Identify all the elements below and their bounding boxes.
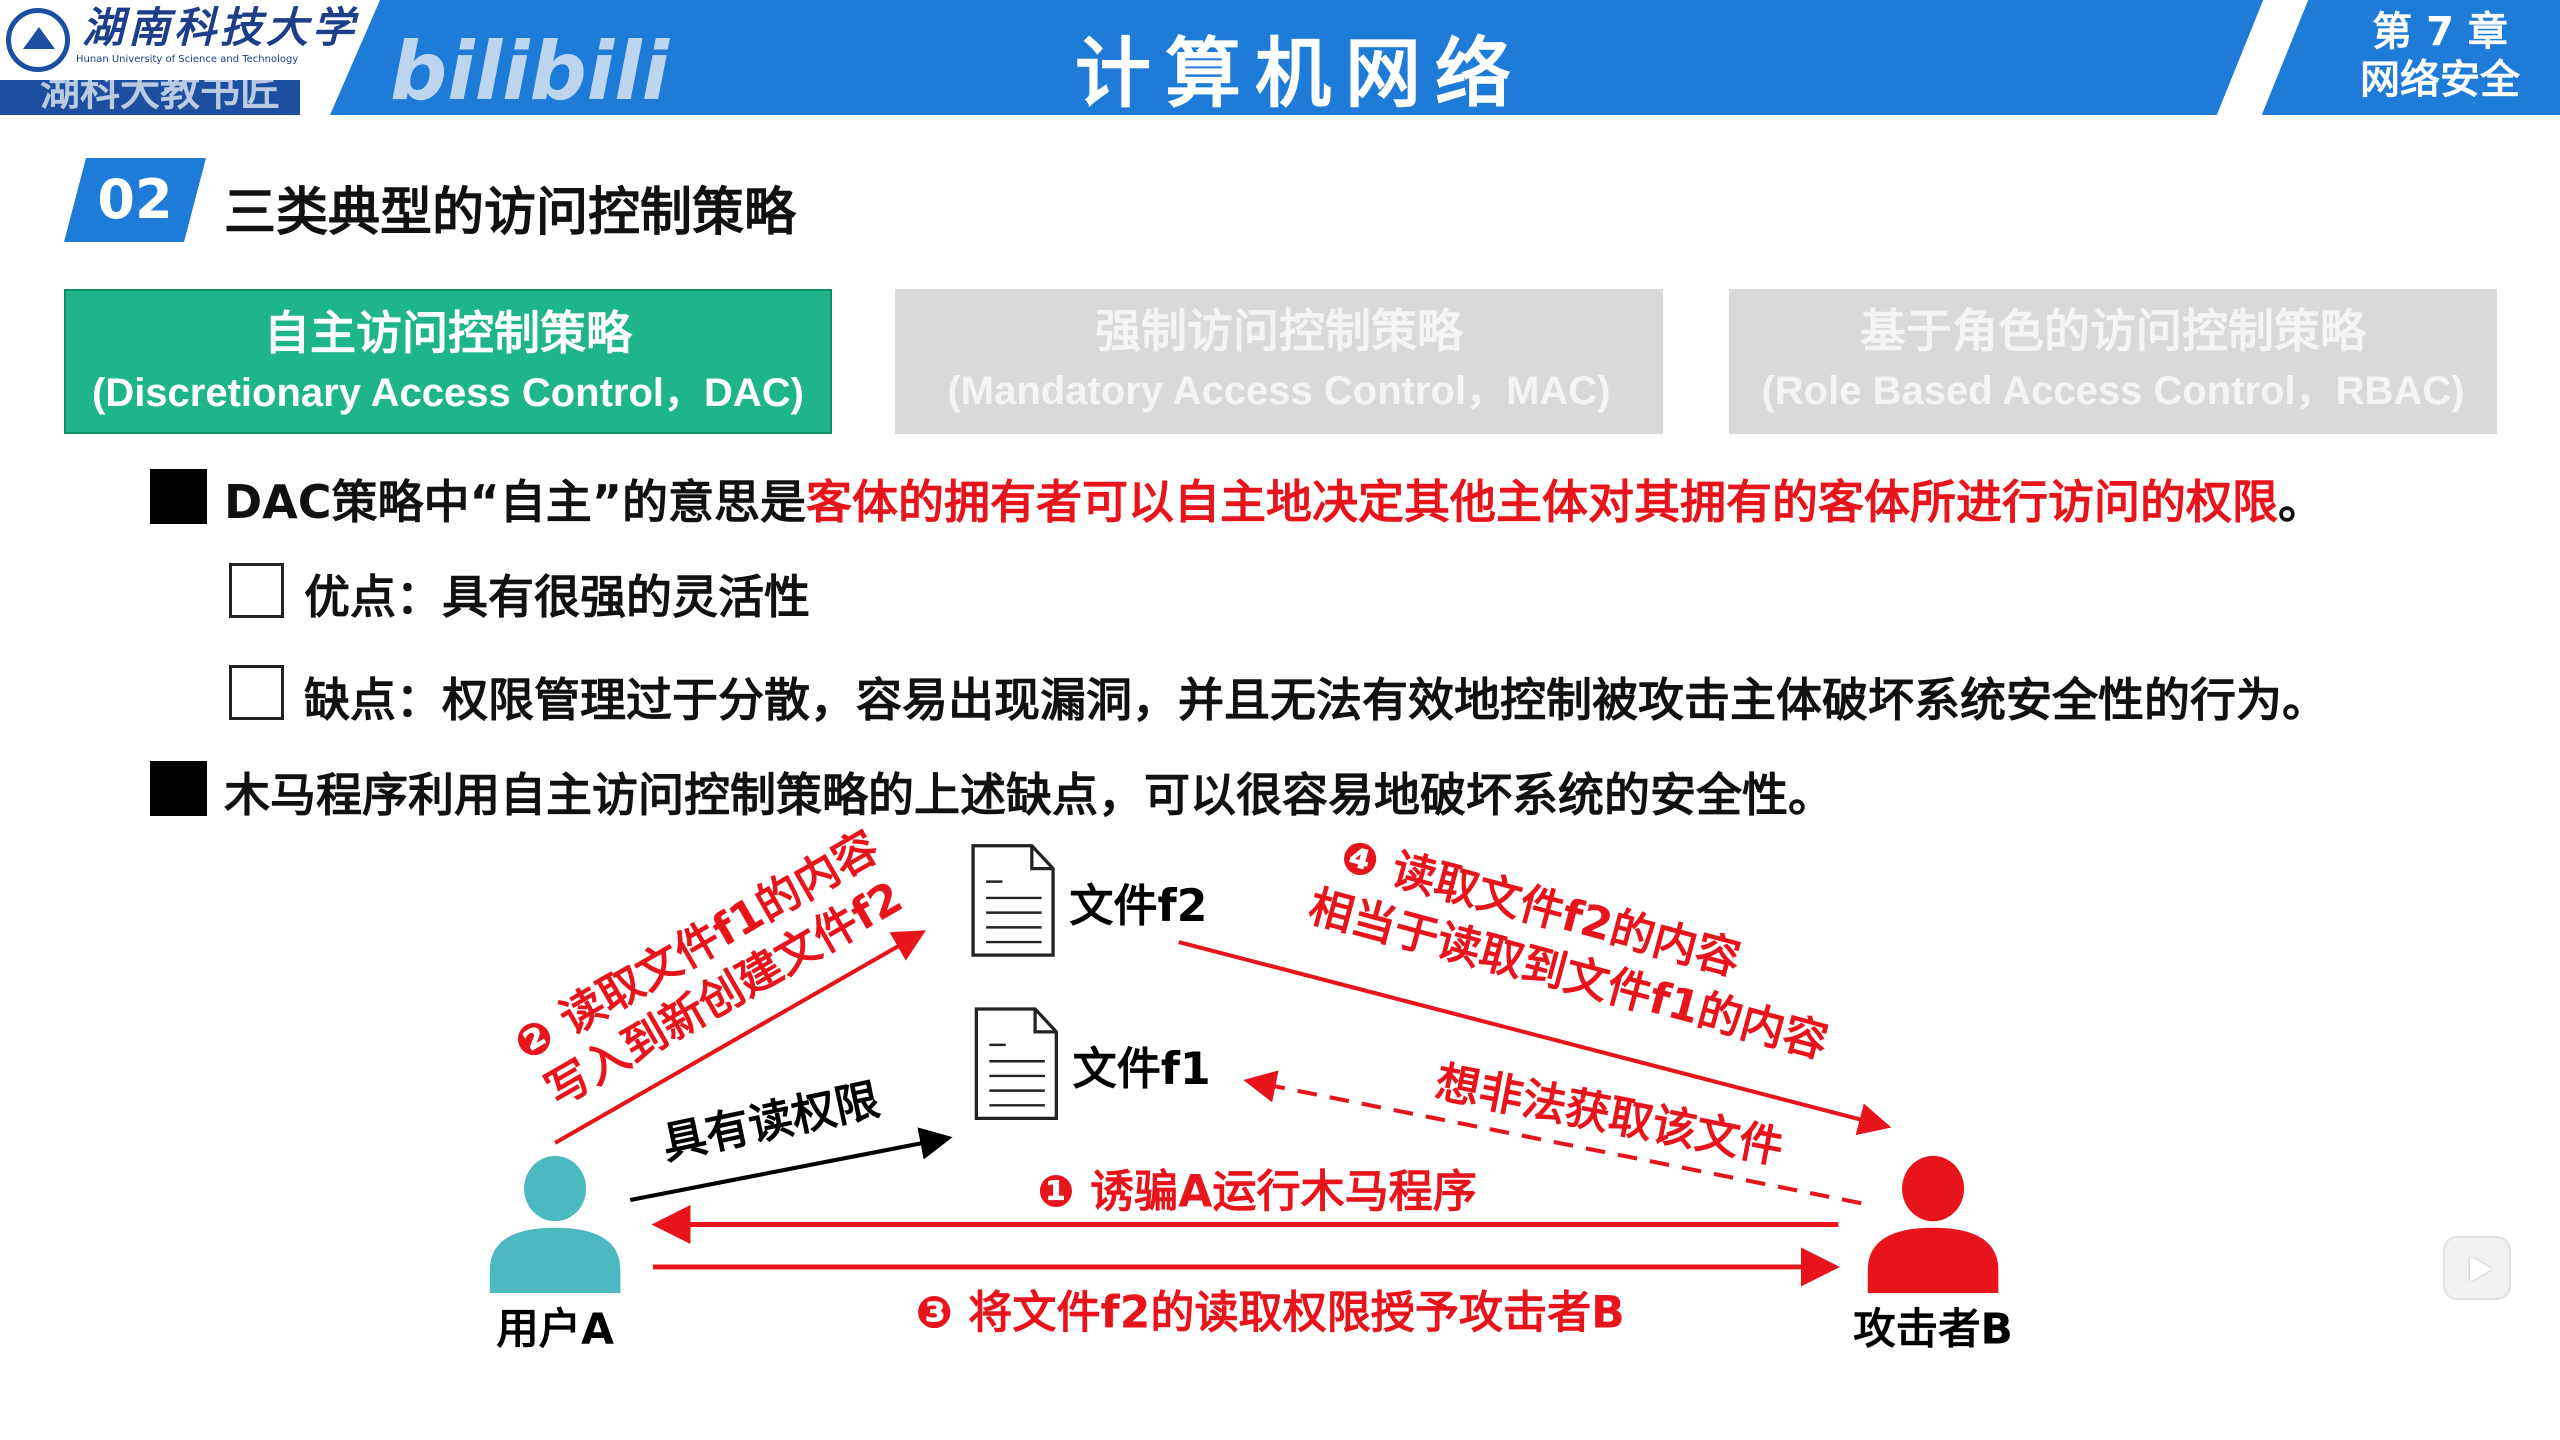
logo-band (0, 80, 300, 115)
step3-label: ❸ 将文件f2的读取权限授予攻击者B (916, 1287, 1625, 1338)
tab-rbac[interactable]: 基于角色的访问控制策略 (Role Based Access Control，R… (1729, 289, 2497, 434)
checkbox-icon (229, 665, 284, 720)
chapter-name: 网络安全 (2360, 57, 2520, 103)
tab-label: 强制访问控制策略 (1095, 304, 1463, 358)
step1-label: ❶ 诱骗A运行木马程序 (1037, 1167, 1476, 1218)
bullet-dac-meaning: DAC策略中“自主”的意思是客体的拥有者可以自主地决定其他主体对其拥有的客体所进… (224, 466, 2324, 532)
arrow-step2 (554, 930, 926, 1145)
chapter-label: 第 7 章 网络安全 (2330, 8, 2550, 104)
file-f2-icon (971, 844, 1055, 957)
bullet-text: DAC策略中“自主”的意思是 (224, 475, 807, 529)
university-en: Hunan University of Science and Technolo… (76, 54, 299, 65)
tab-sub: (Discretionary Access Control，DAC) (91, 371, 804, 415)
watermark-bilibili: bilibili (390, 25, 670, 118)
tab-mac[interactable]: 强制访问控制策略 (Mandatory Access Control，MAC) (895, 289, 1663, 434)
arrow-step4 (1178, 940, 1892, 1136)
bullet-highlight: 客体的拥有者可以自主地决定其他主体对其拥有的客体所进行访问的权限 (806, 475, 2279, 529)
section-number: 02 (64, 158, 206, 242)
illegal-access-label: 想非法获取该文件 (1431, 1057, 1787, 1174)
attacker-b-icon (1867, 1155, 1999, 1294)
bullet-square-icon (150, 761, 207, 816)
play-button[interactable] (2443, 1236, 2511, 1300)
university-name: 湖南科技大学 (82, 3, 359, 52)
slide-header: 湖南科技大学 Hunan University of Science and T… (0, 0, 2560, 118)
con-text: 缺点：权限管理过于分散，容易出现漏洞，并且无法有效地控制被攻击主体破坏系统安全性… (304, 673, 2328, 727)
tab-label: 基于角色的访问控制策略 (1860, 304, 2366, 358)
chapter-number: 第 7 章 (2372, 9, 2508, 55)
tab-sub: (Role Based Access Control，RBAC) (1761, 369, 2465, 413)
file-f2-label: 文件f2 (1069, 881, 1207, 932)
bullet-square-icon (150, 469, 207, 524)
tab-sub: (Mandatory Access Control，MAC) (947, 369, 1611, 413)
user-a-icon (489, 1155, 621, 1294)
checkbox-icon (229, 563, 284, 618)
arrow-read-permission (629, 1127, 953, 1203)
tab-label: 自主访问控制策略 (264, 306, 632, 360)
file-f1-label: 文件f1 (1073, 1044, 1211, 1095)
slide-title: 计算机网络 (1075, 29, 1525, 118)
pro-text: 优点：具有很强的灵活性 (304, 570, 810, 624)
arrow-illegal-access (1243, 1070, 1862, 1206)
file-f1-icon (974, 1007, 1058, 1120)
bullet-end: 。 (2278, 475, 2325, 529)
tab-dac[interactable]: 自主访问控制策略 (Discretionary Access Control，D… (64, 289, 832, 434)
watermark-channel: 湖科大教书匠 (40, 69, 280, 115)
bullet-trojan: 木马程序利用自主访问控制策略的上述缺点，可以很容易地破坏系统的安全性。 (224, 768, 1834, 822)
attacker-b-label: 攻击者B (1853, 1306, 2013, 1355)
user-a-label: 用户A (496, 1306, 614, 1355)
university-seal-icon (6, 8, 70, 72)
section-title: 三类典型的访问控制策略 (224, 183, 797, 243)
